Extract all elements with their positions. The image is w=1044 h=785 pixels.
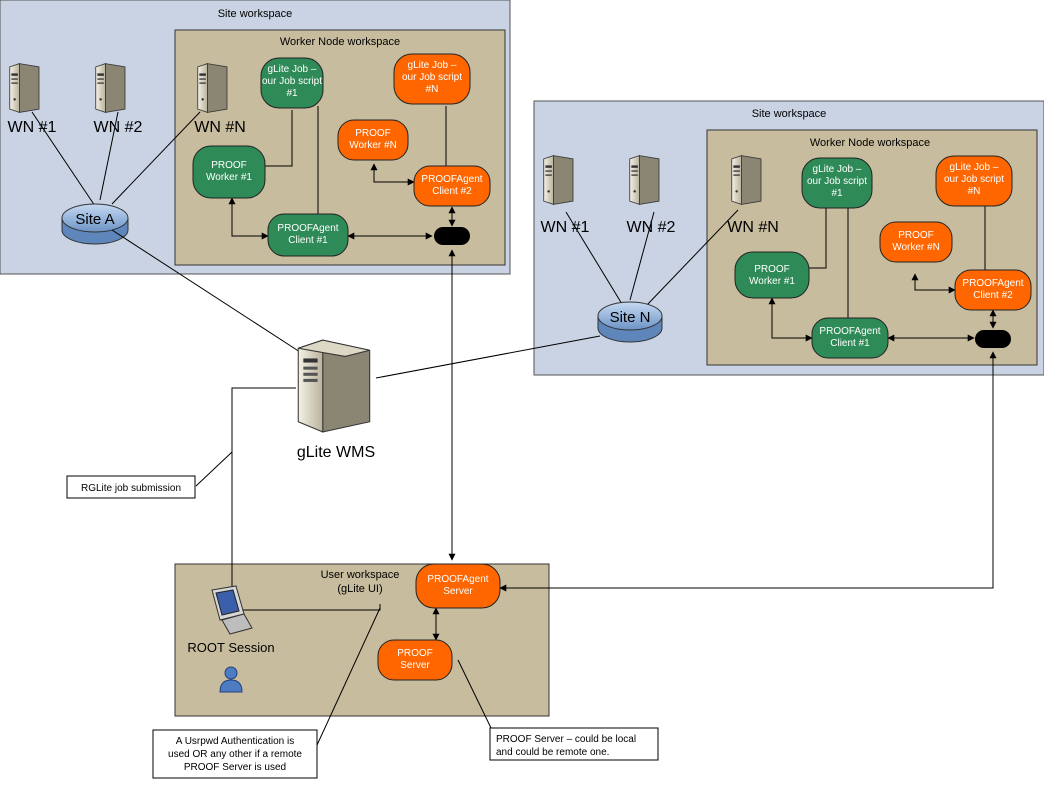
rglite-note: RGLite job submission	[66, 475, 196, 499]
glite-wms-label: gLite WMS	[297, 444, 375, 461]
proofagent-server: PROOFAgent Server	[415, 563, 501, 609]
connections	[111, 229, 997, 757]
site-a-workern: PROOF Worker #N	[337, 119, 409, 161]
glite-wms-server-icon	[297, 339, 371, 433]
site-a-jobn: gLite Job – our Job script #N	[393, 53, 471, 105]
svg-text:(gLite UI): (gLite UI)	[337, 583, 382, 595]
svg-text:and could be remote one.: and could be remote one.	[496, 747, 609, 758]
site-a-wnn-server-icon	[197, 63, 228, 113]
site-n-job1: gLite Job – our Job script #1	[801, 157, 873, 209]
site-a-worker1: PROOF Worker #1	[192, 145, 266, 199]
svg-text:gLite Job –: gLite Job –	[950, 162, 999, 173]
root-session-label: ROOT Session	[187, 640, 274, 655]
svg-text:our Job script: our Job script	[807, 176, 867, 187]
svg-text:PROOFAgent: PROOFAgent	[427, 574, 488, 585]
svg-text:A Usrpwd Authentication is: A Usrpwd Authentication is	[176, 736, 294, 747]
svg-text:gLite Job –: gLite Job –	[813, 164, 862, 175]
site-a-hub	[434, 227, 470, 245]
svg-text:Client #1: Client #1	[288, 235, 328, 246]
monitor-icon	[211, 585, 253, 635]
svg-text:PROOFAgent: PROOFAgent	[819, 326, 880, 337]
site-a-job1: gLite Job – our Job script #1	[260, 57, 324, 109]
svg-text:PROOF: PROOF	[211, 160, 247, 171]
svg-text:PROOFAgent: PROOFAgent	[277, 223, 338, 234]
site-n-client2: PROOFAgent Client #2	[954, 269, 1032, 311]
site-n-router-icon	[597, 301, 663, 343]
site-n-wn2-server-icon	[629, 155, 660, 205]
site-a-wnn-label: WN #N	[194, 119, 246, 136]
svg-text:PROOF Server is used: PROOF Server is used	[184, 762, 286, 773]
site-n-hub	[975, 330, 1011, 348]
svg-text:Worker #N: Worker #N	[349, 140, 397, 151]
svg-text:our Job script: our Job script	[402, 72, 462, 83]
svg-text:PROOF: PROOF	[754, 264, 790, 275]
svg-text:#1: #1	[286, 88, 298, 99]
site-n-workspace-label: Site workspace	[752, 108, 827, 120]
svg-text:our Job script: our Job script	[262, 76, 322, 87]
user-workspace-label: User workspace	[321, 569, 400, 581]
svg-text:#1: #1	[831, 188, 843, 199]
proof-server: PROOF Server	[377, 639, 453, 681]
site-a-workspace-label: Site workspace	[218, 8, 293, 20]
svg-text:Client #2: Client #2	[973, 290, 1013, 301]
site-n-client1: PROOFAgent Client #1	[811, 317, 889, 359]
svg-text:PROOF: PROOF	[355, 128, 391, 139]
site-a-wn1-label: WN #1	[8, 119, 57, 136]
site-n-wn-workspace-label: Worker Node workspace	[810, 137, 930, 149]
site-n-wn2-label: WN #2	[627, 219, 676, 236]
svg-text:gLite Job –: gLite Job –	[408, 60, 457, 71]
site-n-workern: PROOF Worker #N	[879, 221, 953, 263]
svg-text:Worker #N: Worker #N	[892, 242, 940, 253]
svg-text:PROOF: PROOF	[397, 648, 433, 659]
svg-text:Client #2: Client #2	[432, 186, 472, 197]
svg-text:PROOF: PROOF	[898, 230, 934, 241]
site-n-wn1-label: WN #1	[541, 219, 590, 236]
site-a-client2: PROOFAgent Client #2	[413, 165, 491, 207]
svg-text:Server: Server	[443, 586, 473, 597]
site-n-wnn-label: WN #N	[727, 219, 779, 236]
site-n-workspace: Site workspace Worker Node workspace WN …	[533, 100, 1044, 376]
site-n-wn1-server-icon	[543, 155, 574, 205]
svg-text:gLite Job –: gLite Job –	[268, 64, 317, 75]
site-a-workspace: Site workspace Worker Node workspace WN …	[0, 0, 511, 275]
svg-text:Server: Server	[400, 660, 430, 671]
proof-server-note: PROOF Server – could be local and could …	[489, 727, 659, 761]
site-n-router-label: Site N	[610, 309, 651, 326]
svg-text:#N: #N	[426, 84, 439, 95]
auth-note: A Usrpwd Authentication is used OR any o…	[152, 729, 318, 779]
site-a-wn2-server-icon	[95, 63, 126, 113]
svg-text:our Job script: our Job script	[944, 174, 1004, 185]
site-a-router-label: Site A	[75, 211, 114, 228]
svg-text:Client #1: Client #1	[830, 338, 870, 349]
svg-text:#N: #N	[968, 186, 981, 197]
site-a-wn-workspace-label: Worker Node workspace	[280, 36, 400, 48]
site-a-wn1-server-icon	[9, 63, 40, 113]
site-n-worker1: PROOF Worker #1	[734, 251, 810, 299]
svg-text:Worker #1: Worker #1	[749, 276, 795, 287]
svg-text:Worker #1: Worker #1	[206, 172, 252, 183]
site-n-jobn: gLite Job – our Job script #N	[935, 155, 1013, 207]
svg-text:RGLite job submission: RGLite job submission	[81, 483, 181, 494]
svg-text:used OR any other if a remote: used OR any other if a remote	[168, 749, 302, 760]
svg-text:PROOFAgent: PROOFAgent	[962, 278, 1023, 289]
site-a-client1: PROOFAgent Client #1	[267, 213, 349, 257]
user-icon	[219, 666, 243, 693]
site-a-wn2-label: WN #2	[94, 119, 143, 136]
svg-text:PROOFAgent: PROOFAgent	[421, 174, 482, 185]
site-n-wnn-server-icon	[731, 155, 762, 205]
site-a-router-icon	[61, 203, 129, 245]
svg-text:PROOF Server – could be local: PROOF Server – could be local	[496, 734, 636, 745]
